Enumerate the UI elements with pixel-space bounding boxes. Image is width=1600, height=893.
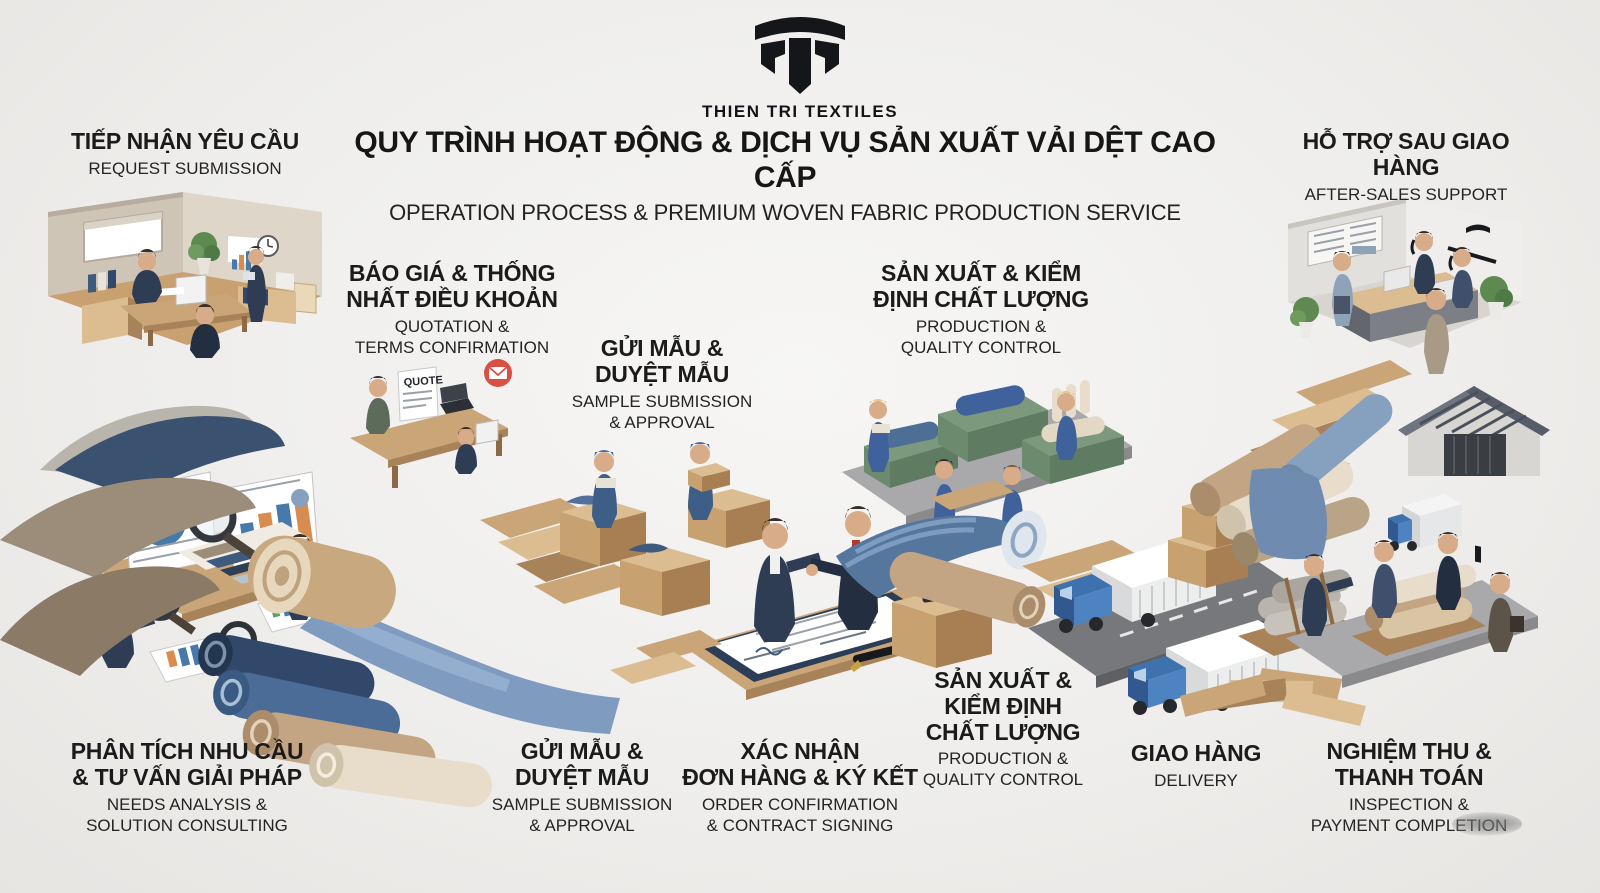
blue-fabric-roll xyxy=(836,510,1047,598)
plant-icon xyxy=(1290,297,1319,338)
packing-worker-left xyxy=(592,450,617,528)
office-desk xyxy=(120,274,252,346)
step-vi: GIAO HÀNG xyxy=(1130,740,1262,766)
support-agent xyxy=(1448,247,1473,308)
step-en: SAMPLE SUBMISSION & APPROVAL xyxy=(571,391,753,432)
step-label-needs: PHÂN TÍCH NHU CẦU & TƯ VẤN GIẢI PHÁP NEE… xyxy=(57,738,317,836)
step-en: REQUEST SUBMISSION xyxy=(88,158,282,178)
scene-packing xyxy=(480,442,770,616)
cardboard-box xyxy=(620,543,710,616)
laptop-icon xyxy=(440,383,474,414)
step-label-order: XÁC NHẬN ĐƠN HÀNG & KÝ KẾT ORDER CONFIRM… xyxy=(670,738,930,836)
packing-worker-right xyxy=(688,442,730,520)
person-standing-right xyxy=(243,246,266,322)
customer-left xyxy=(1332,251,1353,326)
inspector-middle xyxy=(1372,540,1397,618)
step-vi: PHÂN TÍCH NHU CẦU & TƯ VẤN GIẢI PHÁP xyxy=(70,738,304,790)
step-en: QUOTATION & TERMS CONFIRMATION xyxy=(354,316,550,357)
scene-aftersales-office xyxy=(1288,198,1522,563)
thien-tri-monogram-icon xyxy=(755,17,845,94)
step-en: SAMPLE SUBMISSION & APPROVAL xyxy=(491,794,673,835)
handshake-icon xyxy=(806,564,818,576)
step-vi: GỬI MẪU & DUYỆT MẪU xyxy=(594,335,730,387)
notice-board xyxy=(1307,215,1383,267)
tan-fabric-roll xyxy=(889,551,1046,628)
step-vi: GỬI MẪU & DUYỆT MẪU xyxy=(514,738,650,790)
wall-poster xyxy=(293,282,317,314)
blue-fabric-path xyxy=(1249,468,1328,560)
person-quoting xyxy=(366,376,390,434)
step-vi: NGHIỆM THU & THANH TOÁN xyxy=(1326,738,1492,790)
factory-worker xyxy=(868,399,890,472)
businessman-left xyxy=(754,518,822,642)
inspector-left xyxy=(1302,554,1354,636)
step-en: PRODUCTION & QUALITY CONTROL xyxy=(922,749,1084,790)
step-en: NEEDS ANALYSIS & SOLUTION CONSULTING xyxy=(86,794,288,835)
step-en: ORDER CONFIRMATION & CONTRACT SIGNING xyxy=(701,794,899,835)
step-label-production-top: SẢN XUẤT & KIỂM ĐỊNH CHẤT LƯỢNG PRODUCTI… xyxy=(851,260,1111,358)
scene-production-factory xyxy=(836,380,1132,628)
fabric-roll-navy xyxy=(198,632,375,706)
scene-request-office xyxy=(48,192,322,358)
plant-icon xyxy=(188,232,220,274)
quote-document: QUOTE xyxy=(397,366,443,422)
step-vi: XÁC NHẬN ĐƠN HÀNG & KÝ KẾT xyxy=(682,738,918,790)
scene-quotation-desk: QUOTE xyxy=(350,359,512,488)
mail-notification-icon xyxy=(484,359,512,387)
headset-icon xyxy=(1410,239,1416,255)
step-label-production-bottom: SẢN XUẤT & KIỂM ĐỊNH CHẤT LƯỢNG PRODUCTI… xyxy=(873,667,1133,790)
step-vi: SẢN XUẤT & KIỂM ĐỊNH CHẤT LƯỢNG xyxy=(873,260,1089,312)
step-vi: TIẾP NHẬN YÊU CẦU xyxy=(71,128,299,154)
step-label-delivery: GIAO HÀNG DELIVERY xyxy=(1066,740,1326,791)
step-label-sample-top: GỬI MẪU & DUYỆT MẪU SAMPLE SUBMISSION & … xyxy=(532,335,792,433)
headset-icon xyxy=(1448,255,1454,271)
plank-path xyxy=(610,480,1014,684)
person-at-computer xyxy=(455,419,499,474)
title-english: OPERATION PROCESS & PREMIUM WOVEN FABRIC… xyxy=(389,200,1181,225)
plant-icon xyxy=(1480,276,1513,320)
brand-name: THIEN TRI TEXTILES xyxy=(701,102,899,121)
step-label-quotation: BÁO GIÁ & THỐNG NHẤT ĐIỀU KHOẢN QUOTATIO… xyxy=(322,260,582,358)
support-agent xyxy=(1410,231,1435,294)
wall-logo-icon xyxy=(1447,224,1497,563)
step-vi: BÁO GIÁ & THỐNG NHẤT ĐIỀU KHOẢN xyxy=(346,260,558,312)
step-label-request: TIẾP NHẬN YÊU CẦU REQUEST SUBMISSION xyxy=(55,128,315,179)
unrolling-fabric xyxy=(247,535,620,734)
step-label-sample-bottom: GỬI MẪU & DUYỆT MẪU SAMPLE SUBMISSION & … xyxy=(452,738,712,836)
factory-worker xyxy=(1056,391,1077,460)
monitor-icon xyxy=(175,274,207,306)
step-label-aftersales: HỖ TRỢ SAU GIAO HÀNG AFTER-SALES SUPPORT xyxy=(1276,128,1536,205)
step-vi: SẢN XUẤT & KIỂM ĐỊNH CHẤT LƯỢNG xyxy=(925,667,1081,745)
customer-front xyxy=(1424,288,1449,374)
inspector-right xyxy=(1436,532,1461,610)
wall-bar-chart-icon xyxy=(228,235,262,271)
scene-inspection-meeting xyxy=(1180,532,1538,726)
step-en: AFTER-SALES SUPPORT xyxy=(1304,184,1508,204)
brand-block: THIEN TRI TEXTILES xyxy=(640,12,960,122)
title-vietnamese: QUY TRÌNH HOẠT ĐỘNG & DỊCH VỤ SẢN XUẤT V… xyxy=(354,126,1216,194)
scene-rolls-arc xyxy=(1190,360,1412,566)
page-title: QUY TRÌNH HOẠT ĐỘNG & DỊCH VỤ SẢN XUẤT V… xyxy=(350,126,1220,226)
scene-warehouse xyxy=(1388,386,1550,551)
scene-fabric-rolls xyxy=(0,405,620,808)
arc-roll xyxy=(1190,424,1323,517)
customer-right xyxy=(1488,572,1524,652)
person-seated-front xyxy=(190,304,220,358)
person-seated-left xyxy=(132,249,162,304)
svg-text:QUOTE: QUOTE xyxy=(403,374,443,389)
step-en: PRODUCTION & QUALITY CONTROL xyxy=(900,316,1062,357)
weaving-machine xyxy=(938,380,1090,462)
step-en: DELIVERY xyxy=(1154,770,1238,790)
plank-fan xyxy=(1180,668,1366,726)
fabric-roll-cream xyxy=(309,743,492,808)
step-vi: HỖ TRỢ SAU GIAO HÀNG xyxy=(1302,128,1510,180)
watermark-smudge xyxy=(1452,812,1522,836)
briefcase-icon xyxy=(1510,616,1524,632)
